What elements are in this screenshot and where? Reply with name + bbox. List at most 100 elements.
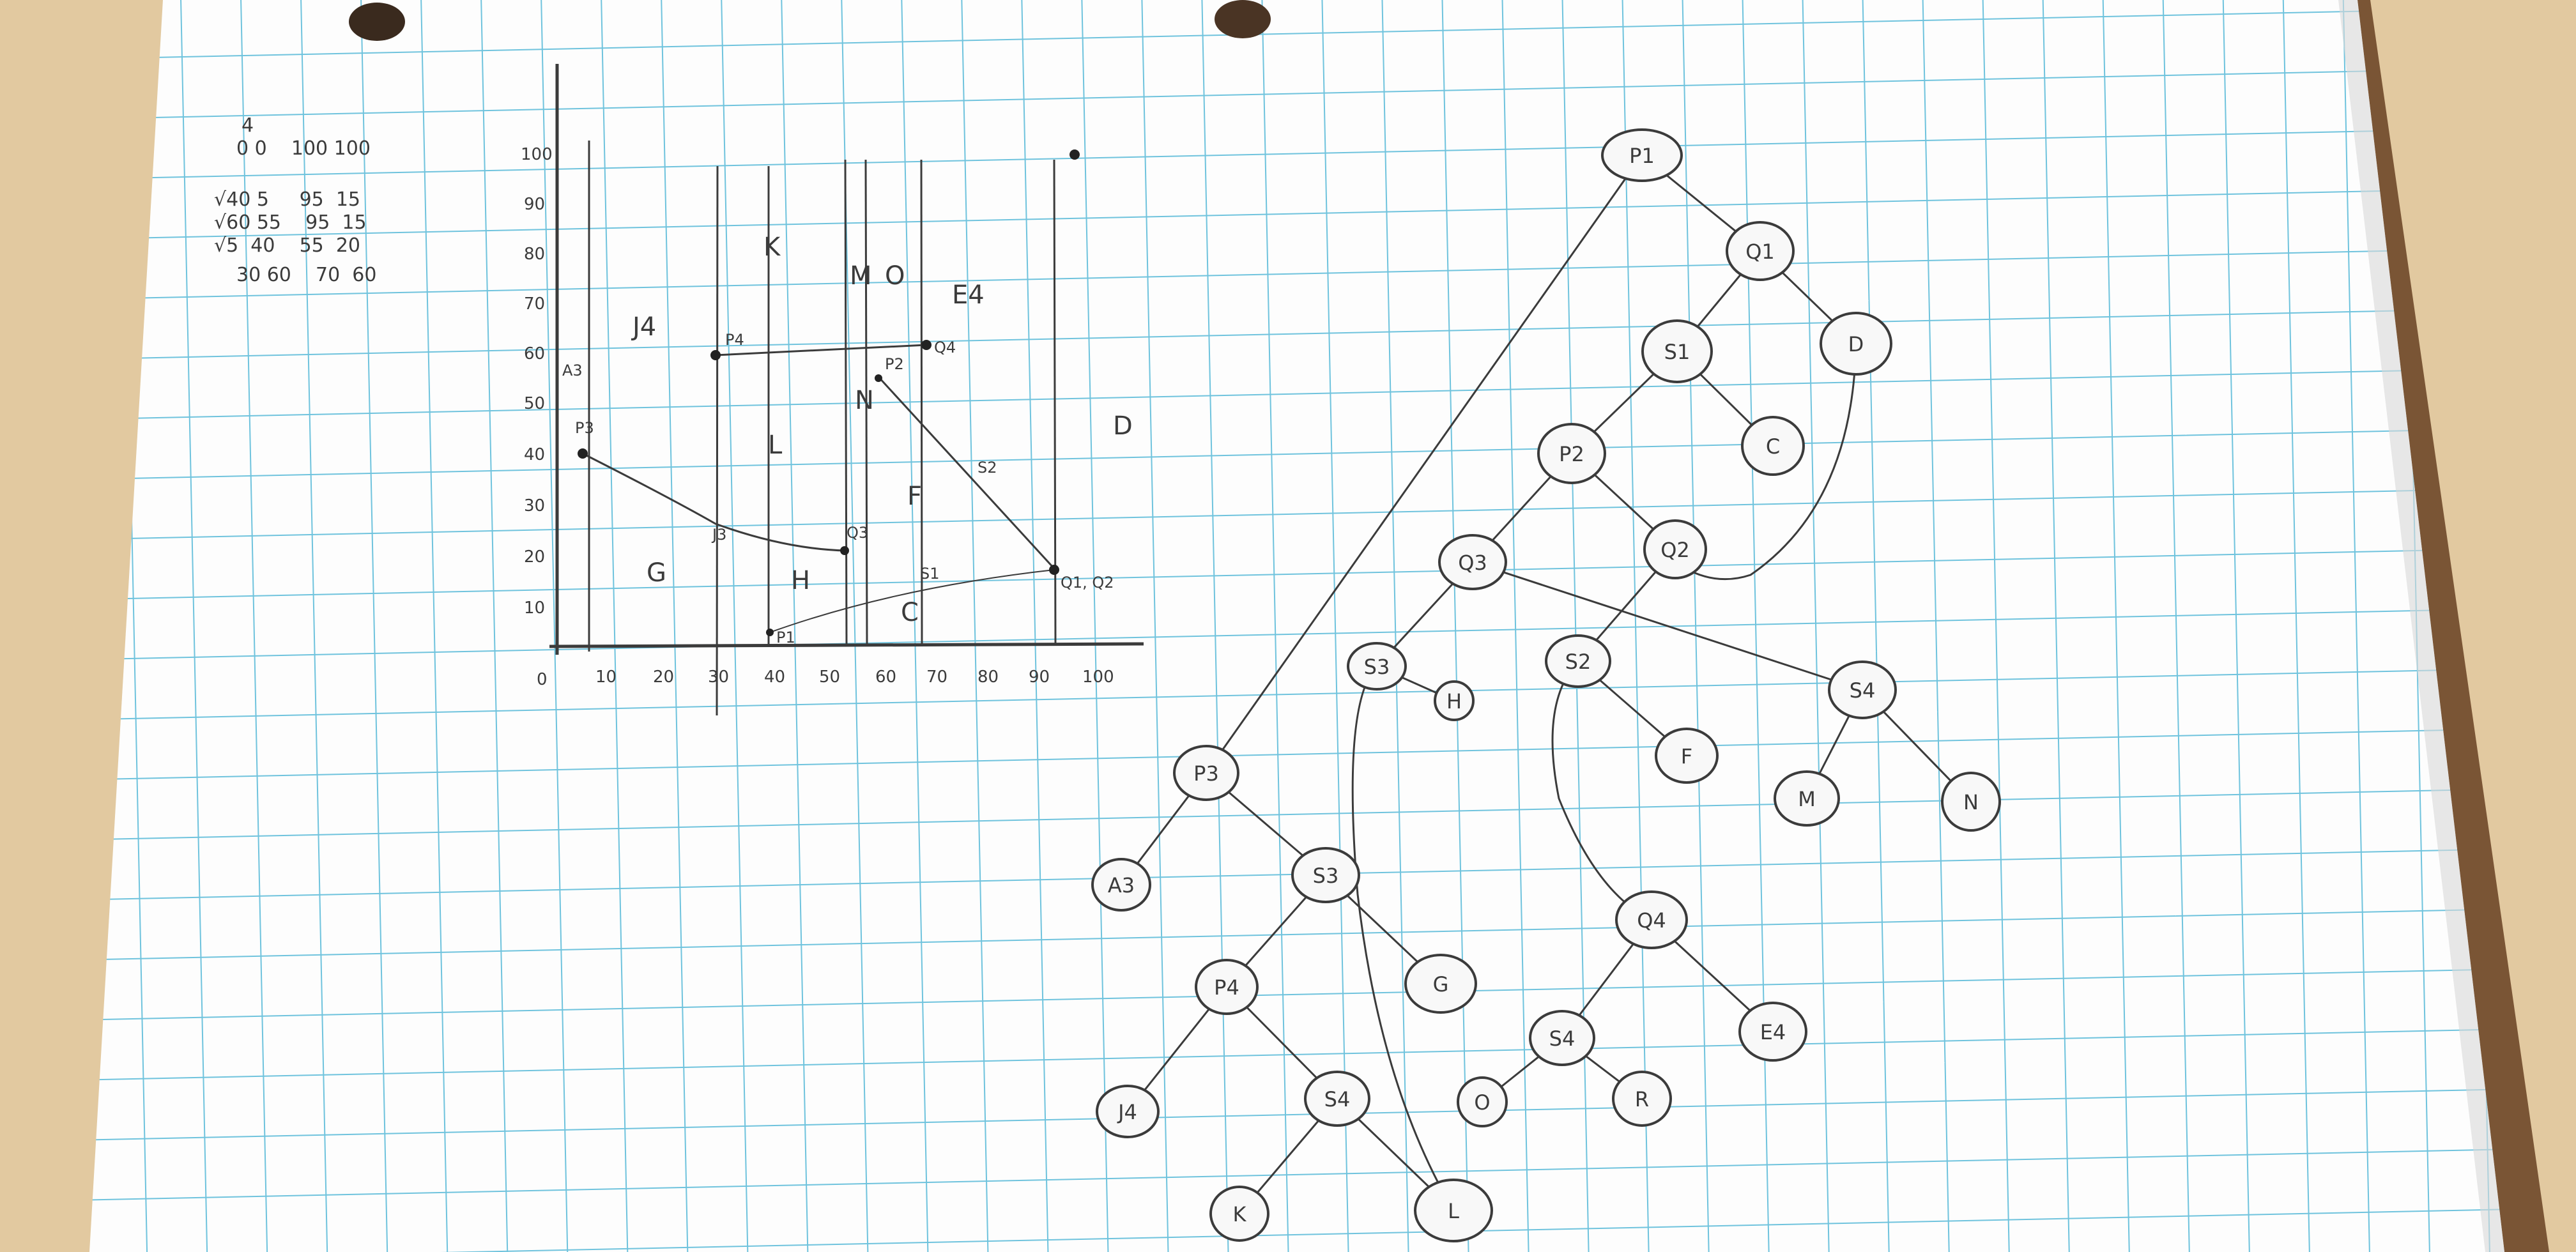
tree-node-label: S4 xyxy=(1324,1087,1351,1111)
tree-node xyxy=(1173,745,1239,801)
split-line xyxy=(1053,159,1057,646)
x-tick-label: 80 xyxy=(977,668,999,687)
tree-node xyxy=(1738,1002,1807,1062)
tree-node-label: E4 xyxy=(1760,1020,1786,1044)
sheet-shadow-edge xyxy=(2338,0,2504,1252)
tree-node-label: S4 xyxy=(1549,1027,1575,1051)
tree-node-label: S2 xyxy=(1565,650,1591,674)
tree-node-label: K xyxy=(1233,1202,1247,1226)
point xyxy=(1070,149,1080,160)
y-tick-label: 50 xyxy=(524,394,545,413)
tree-node-label: S3 xyxy=(1313,864,1339,888)
region-label: J4 xyxy=(631,312,656,342)
region-label: L xyxy=(768,431,783,460)
point xyxy=(875,374,882,382)
point xyxy=(710,350,721,360)
notes-count: 4 xyxy=(241,114,254,137)
y-tick-label: 90 xyxy=(524,195,545,214)
region-label: M xyxy=(850,261,872,291)
tree-node xyxy=(1655,728,1719,784)
tree-node-label: O xyxy=(1474,1090,1490,1115)
y-tick-labels: 100 90 80 70 60 50 40 30 20 10 xyxy=(521,145,553,618)
tree-node-label: H xyxy=(1446,689,1462,714)
tree-node xyxy=(1096,1085,1160,1138)
point-label: Q3 xyxy=(847,524,868,542)
tree-node xyxy=(1741,416,1805,476)
tree-node xyxy=(1820,312,1892,376)
tree-node xyxy=(1304,1071,1370,1127)
x-tick-label: 40 xyxy=(764,668,785,687)
tree-node-label: F xyxy=(1681,744,1692,768)
x-tick-label: 20 xyxy=(653,668,674,687)
tree-node-label: P3 xyxy=(1193,761,1219,786)
tree-node-label: Q4 xyxy=(1637,908,1666,933)
graph-points xyxy=(578,149,1080,636)
x-tick-label: 60 xyxy=(875,668,896,687)
y-tick-label: 20 xyxy=(524,547,545,567)
tree-node-label: P2 xyxy=(1559,442,1584,466)
split-line xyxy=(844,159,848,646)
tree-node-label: S3 xyxy=(1364,655,1390,679)
y-tick-label: 70 xyxy=(524,294,545,314)
x-tick-label: 70 xyxy=(926,668,947,687)
tree-node-label: S4 xyxy=(1850,678,1876,703)
graph-paper-sheet xyxy=(89,0,2504,1252)
region-label: D xyxy=(1113,411,1133,441)
tree-node xyxy=(1195,959,1259,1015)
tree-node xyxy=(1774,770,1840,827)
region-label: C xyxy=(901,598,919,627)
tree-node xyxy=(1641,319,1713,383)
tree-node xyxy=(1457,1076,1508,1127)
point-labels: P4 Q4 P2 P3 Q3 Q1, Q2 P1 A3 S1 S2 J3 xyxy=(562,331,1114,646)
point-label: P1 xyxy=(776,629,795,646)
handwritten-notes: 4 0 0 100 100 √40 5 95 15 √60 55 95 15 √… xyxy=(214,114,376,286)
tree-node-label: S1 xyxy=(1664,340,1690,364)
tree-node-label: P1 xyxy=(1629,144,1655,168)
x-tick-label: 0 xyxy=(537,670,548,689)
tree-node-label: R xyxy=(1635,1087,1649,1111)
region-label: F xyxy=(907,482,922,511)
tree-node-label: C xyxy=(1766,434,1780,459)
point xyxy=(840,546,849,555)
split-line xyxy=(864,159,868,646)
point xyxy=(1049,565,1059,575)
segment-s4 xyxy=(715,344,927,356)
tree-node xyxy=(1404,954,1477,1014)
point-label: P3 xyxy=(575,419,594,437)
tree-node xyxy=(1615,890,1688,949)
binder-hole xyxy=(1215,0,1271,38)
split-line xyxy=(920,159,923,646)
region-label: G xyxy=(647,558,666,588)
x-tick-label: 30 xyxy=(708,668,729,687)
point xyxy=(766,629,774,636)
tree-node xyxy=(1209,1186,1269,1242)
region-label: O xyxy=(885,261,905,291)
tree-node xyxy=(1726,221,1795,281)
tree-node xyxy=(1434,680,1475,721)
x-tick-label: 10 xyxy=(595,668,617,687)
tree-node-label: M xyxy=(1798,787,1816,811)
point xyxy=(578,448,588,459)
tree-node xyxy=(1438,534,1507,590)
point-label: P2 xyxy=(885,355,904,373)
tree-node xyxy=(1828,660,1897,719)
y-tick-label: 40 xyxy=(524,445,545,464)
tree-node-label: Q1 xyxy=(1745,240,1775,264)
notes-row: √40 5 95 15 xyxy=(214,188,360,211)
notes-row: √5 40 55 20 xyxy=(214,234,360,257)
tree-node-label: P4 xyxy=(1214,975,1239,1000)
point-label: S1 xyxy=(920,565,940,583)
tree-node-label: G xyxy=(1433,972,1449,996)
x-tick-labels: 0 10 20 30 40 50 60 70 80 90 100 xyxy=(537,668,1114,689)
point-label: P4 xyxy=(725,331,744,349)
tree-node-label: D xyxy=(1848,332,1864,356)
tree-node xyxy=(1545,634,1611,688)
y-tick-label: 60 xyxy=(524,344,545,363)
tree-node xyxy=(1347,642,1407,691)
region-label: K xyxy=(763,233,781,262)
point-label: A3 xyxy=(562,362,583,379)
tree-node-label: J4 xyxy=(1117,1100,1137,1124)
segment-s1 xyxy=(769,569,1055,633)
notes-bounds: 0 0 100 100 xyxy=(236,137,371,160)
